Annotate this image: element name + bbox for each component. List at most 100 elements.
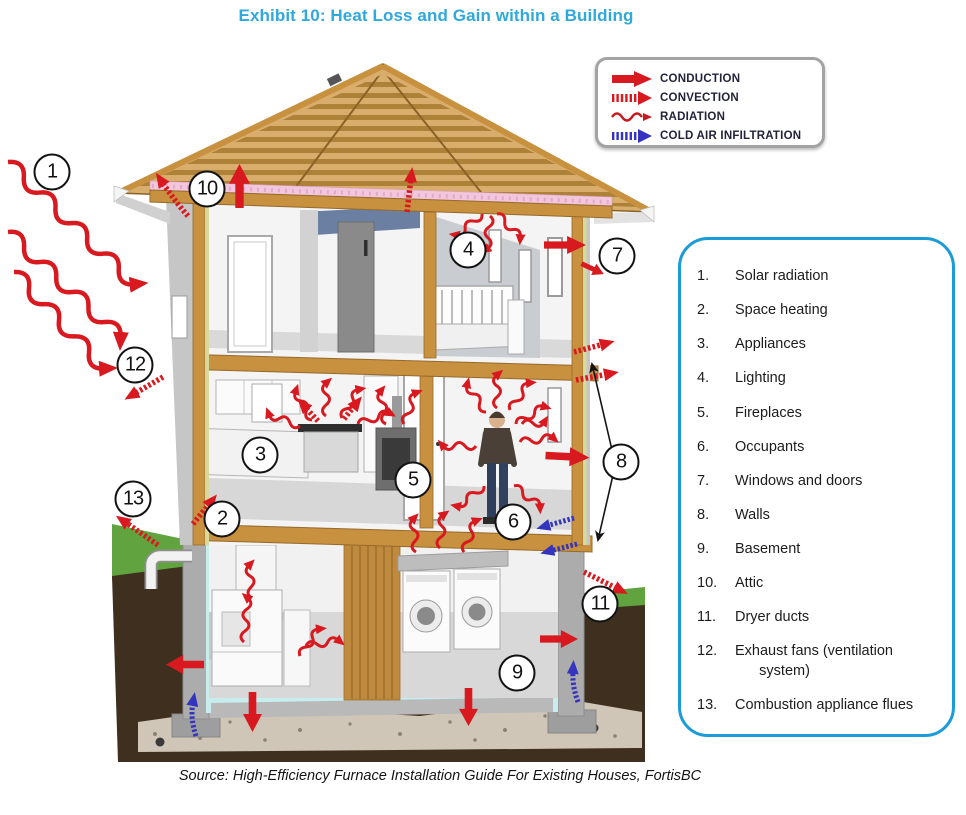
eave-tip-left — [113, 185, 130, 203]
cold-air-infiltration-arrow-icon — [610, 127, 660, 145]
right-sheathing — [583, 214, 587, 545]
list-item-number: 1. — [697, 268, 710, 284]
drain-left — [155, 737, 165, 747]
list-item: 8. Walls — [697, 506, 942, 525]
right-wall-window-upper — [547, 237, 563, 297]
callout-pointer-arrows — [589, 362, 614, 542]
attic-floor-band — [149, 189, 613, 219]
grass-left — [112, 524, 188, 580]
room-divider-wall — [300, 210, 318, 352]
oven — [303, 431, 359, 473]
bed — [424, 285, 525, 355]
legend-label: COLD AIR INFILTRATION — [660, 129, 802, 142]
wall-insulation-left — [206, 543, 211, 713]
hall-door — [337, 221, 375, 353]
list-item-label: Windows and doors — [735, 472, 863, 489]
list-item: 1. Solar radiation — [697, 267, 942, 286]
list-item-label: Solar radiation — [735, 268, 829, 284]
roof-edge-left — [116, 63, 385, 196]
list-item-number: 13. — [697, 696, 718, 713]
legend-item-radiation: RADIATION — [610, 107, 814, 126]
list-item-label: Exhaust fans (ventilation system) — [735, 643, 893, 679]
list-item-number: 8. — [697, 506, 710, 523]
list-item: 12.Exhaust fans (ventilation system) — [697, 642, 942, 680]
list-item: 6. Occupants — [697, 438, 942, 457]
list-item-label: Walls — [735, 506, 770, 523]
cooktop — [298, 424, 362, 432]
key-list-box: 1. Solar radiation 2. Space heating 3. Applia… — [678, 237, 955, 737]
list-item-number: 2. — [697, 302, 710, 319]
soil-left — [112, 566, 188, 762]
list-item-number: 10. — [697, 575, 718, 592]
hall-ceiling-patch — [300, 206, 420, 236]
list-item-label: Attic — [735, 575, 764, 592]
laundry-counter — [397, 550, 509, 572]
list-item-number: 11. — [697, 609, 717, 626]
infiltration-arrows — [186, 515, 581, 737]
list-item: 9. Basement — [697, 540, 942, 559]
list-item-label: Dryer ducts — [735, 609, 810, 626]
legend-rows: CONDUCTION CONVECTION RADIATION COLD AIR IN… — [610, 69, 814, 145]
left-wood-post — [192, 203, 206, 546]
list-item-label: Lighting — [735, 370, 786, 387]
foundation-wall-left — [182, 542, 210, 720]
eave-soffit-left — [116, 193, 170, 224]
bedroom-window-2 — [518, 249, 532, 303]
radiation-arrow-icon — [610, 108, 660, 126]
list-item: 4. Lighting — [697, 369, 942, 388]
bedroom-window-1 — [488, 229, 502, 283]
roof-vent — [326, 73, 343, 87]
dryer — [453, 568, 501, 650]
list-item-number: 4. — [697, 370, 710, 387]
legend-item-convection: CONVECTION — [610, 88, 814, 107]
house-cutaway-illustration — [7, 63, 655, 762]
legend-box: CONDUCTION CONVECTION RADIATION COLD AIR IN… — [595, 57, 825, 148]
list-item-number: 6. — [697, 438, 710, 455]
convection-arrow-icon — [610, 89, 660, 107]
list-item: 7. Windows and doors — [697, 472, 942, 491]
interior-squiggles — [239, 212, 559, 657]
list-item: 3. Appliances — [697, 335, 942, 354]
source-caption: Source: High-Efficiency Furnace Installa… — [178, 768, 702, 784]
left-wall-window — [171, 295, 188, 339]
furnace — [211, 544, 311, 687]
legend-label: CONVECTION — [660, 91, 739, 104]
solar-waves — [7, 159, 149, 377]
eave-tip-right — [639, 205, 655, 223]
basement — [209, 540, 558, 701]
conduction-arrow-icon — [610, 70, 660, 88]
legend-item-cold-air-infiltration: COLD AIR INFILTRATION — [610, 126, 814, 145]
list-item-number: 5. — [697, 404, 710, 421]
list-item-label: Appliances — [735, 336, 806, 353]
flue-pipe — [144, 549, 192, 589]
list-item: 10. Attic — [697, 574, 942, 593]
list-item-number: 3. — [697, 336, 710, 353]
left-sheathing — [205, 204, 209, 545]
list-item-number: 9. — [697, 541, 710, 557]
basement-wood-slats — [351, 546, 393, 699]
key-items: 1. Solar radiation 2. Space heating 3. Applia… — [697, 267, 942, 715]
door-knob — [436, 442, 440, 446]
basement-wood-wall — [343, 544, 401, 701]
exhibit-title: Exhibit 10: Heat Loss and Gain within a … — [238, 6, 634, 25]
washer — [402, 570, 451, 653]
list-item: 13. Combustion appliance flues — [697, 696, 942, 715]
list-item-number: 7. — [697, 472, 710, 489]
list-item-label: Occupants — [735, 438, 805, 455]
door-handle — [364, 240, 368, 256]
legend-label: CONDUCTION — [660, 72, 741, 85]
legend-label: RADIATION — [660, 110, 726, 123]
door-panel — [233, 241, 267, 347]
attic-insulation — [149, 180, 613, 219]
left-room-door — [227, 235, 273, 353]
roof-edge-right — [381, 63, 652, 214]
list-item-label: Fireplaces — [735, 404, 802, 421]
list-item-label: Space heating — [735, 302, 828, 319]
list-item-label: Basement — [735, 541, 801, 557]
list-item-label: Combustion appliance flues — [735, 696, 914, 713]
radiation-arrows — [7, 159, 559, 657]
list-item: 5. Fireplaces — [697, 404, 942, 423]
legend-item-conduction: CONDUCTION — [610, 69, 814, 88]
list-item: 2. Space heating — [697, 301, 942, 320]
